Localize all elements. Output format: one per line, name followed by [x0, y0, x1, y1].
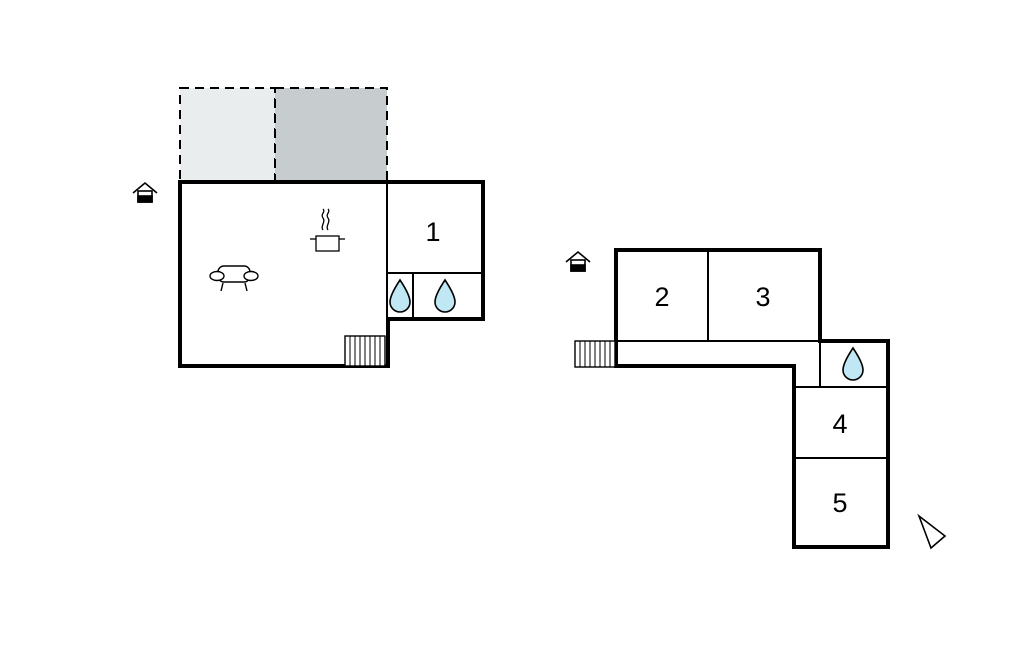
stairs-icon — [574, 340, 616, 368]
water-drop-icon — [434, 278, 456, 313]
entrance-icon — [565, 250, 591, 272]
ground-floor-plan: 1 — [132, 87, 485, 368]
entrance-icon — [132, 181, 158, 203]
room-label-2: 2 — [654, 282, 669, 312]
upper-floor-walls — [614, 248, 890, 549]
kitchen-pot-icon — [310, 208, 345, 252]
north-arrow-icon — [917, 513, 947, 550]
terrace-dark — [274, 87, 388, 182]
upper-floor-plan: 2 3 4 5 — [565, 248, 890, 549]
water-drop-icon — [389, 278, 411, 313]
room-label-4: 4 — [832, 409, 847, 439]
stairs-icon — [344, 335, 386, 367]
room-label-1: 1 — [425, 217, 440, 247]
sofa-icon — [209, 265, 259, 292]
terrace-light — [179, 87, 276, 182]
water-drop-icon — [842, 346, 864, 381]
room-label-3: 3 — [755, 282, 770, 312]
room-label-5: 5 — [832, 488, 847, 518]
